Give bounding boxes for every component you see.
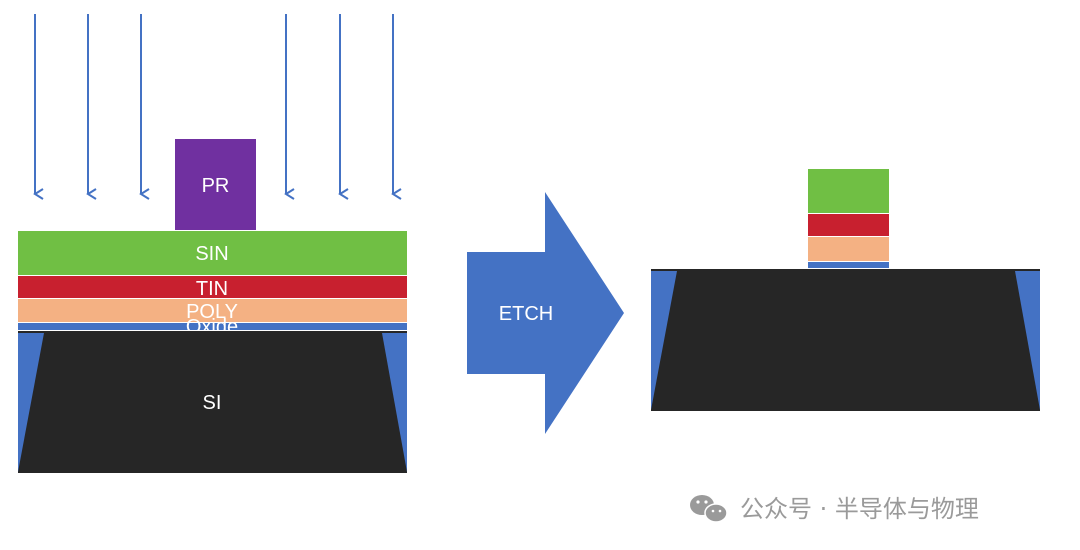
sin-block-etched: [808, 169, 889, 213]
si-left-trench-etched: [651, 271, 677, 410]
pre-etch-stack: PR SIN TIN POLY Oxide SI: [18, 139, 407, 473]
tin-label: TIN: [196, 278, 228, 300]
post-etch-stack: [651, 169, 1040, 411]
watermark-text: 公众号 · 半导体与物理: [740, 495, 979, 523]
wechat-icon: [690, 495, 728, 523]
oxide-layer: [18, 323, 407, 330]
si-right-trench: [382, 333, 407, 472]
si-substrate: [18, 331, 407, 473]
si-label: SI: [203, 392, 222, 414]
incident-arrows: [33, 14, 402, 200]
pr-block: [175, 139, 256, 230]
etch-arrow-shape: [467, 192, 624, 434]
poly-layer: [18, 299, 407, 322]
watermark: 公众号 · 半导体与物理: [690, 495, 979, 523]
etch-arrow: ETCH: [467, 192, 624, 434]
etch-label: ETCH: [499, 303, 553, 325]
si-left-trench: [18, 333, 44, 472]
si-substrate-etched: [651, 269, 1040, 411]
si-right-trench-etched: [1015, 271, 1040, 410]
sin-label: SIN: [195, 243, 228, 265]
oxide-block-etched: [808, 262, 889, 268]
poly-block-etched: [808, 237, 889, 261]
poly-label: POLY: [186, 301, 238, 323]
tin-layer: [18, 276, 407, 298]
pr-label: PR: [202, 175, 230, 197]
sin-layer: [18, 231, 407, 275]
tin-block-etched: [808, 214, 889, 236]
